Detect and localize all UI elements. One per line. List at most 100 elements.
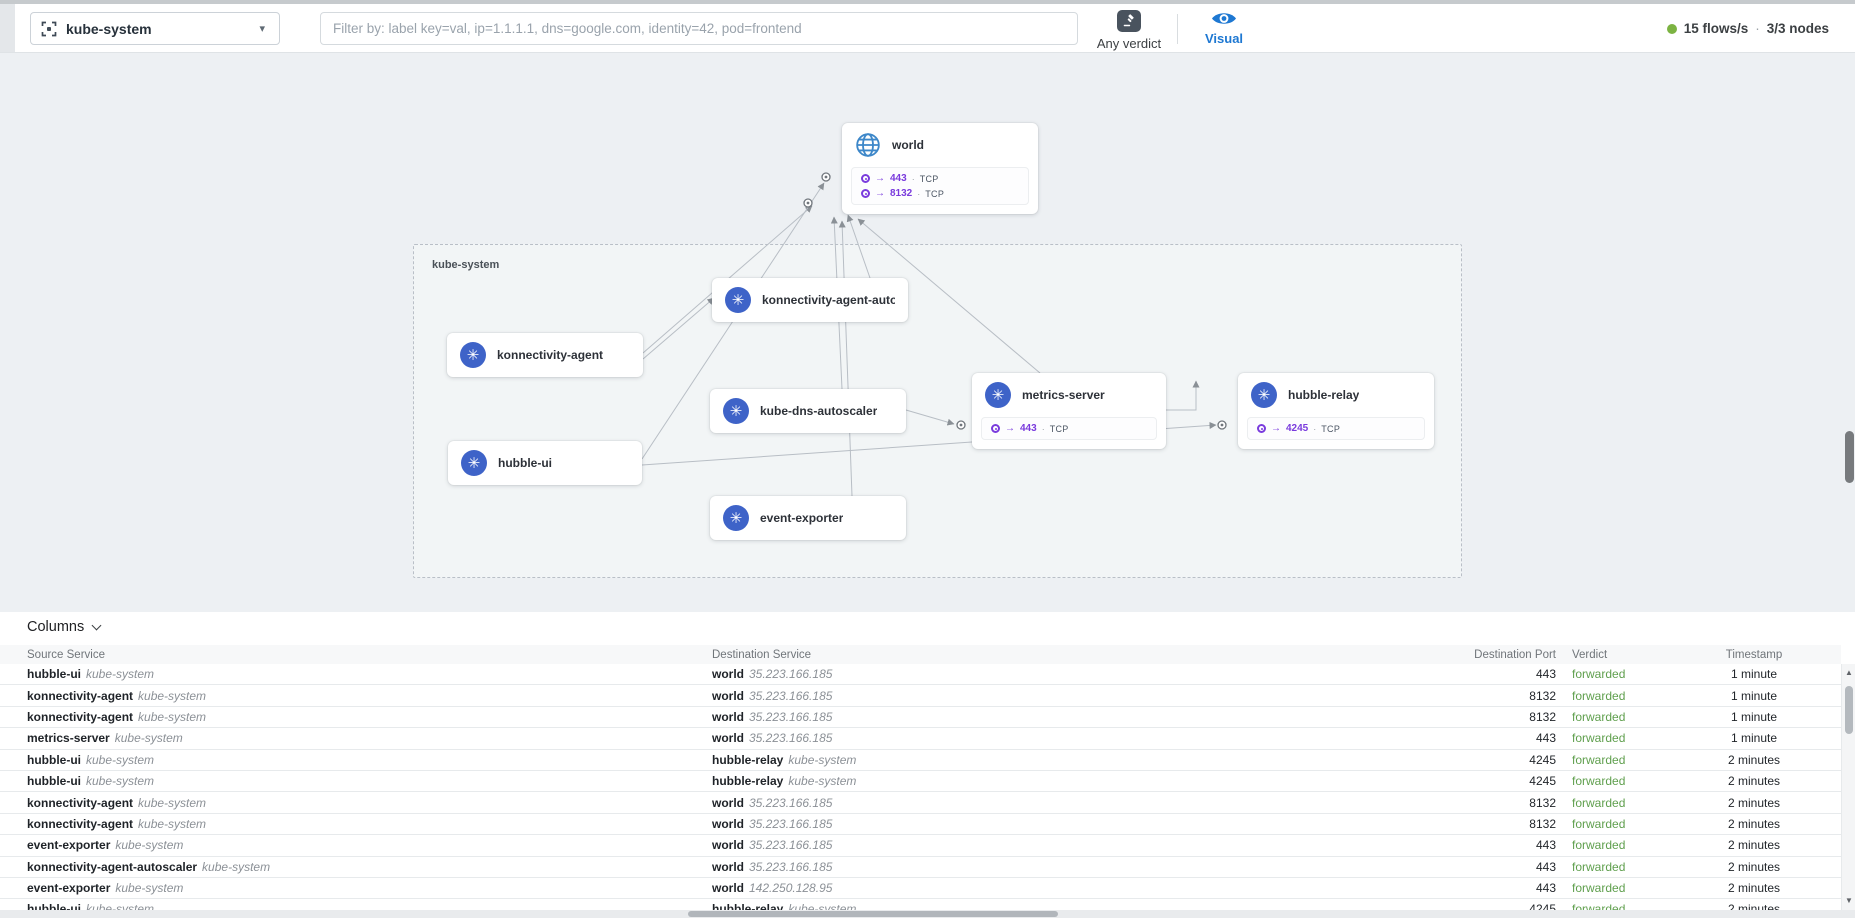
flows-table-header: Source Service Destination Service Desti… [0,645,1841,664]
service-node-label: hubble-ui [498,456,552,470]
destination-service-meta: 35.223.166.185 [749,795,833,810]
destination-service-meta: 35.223.166.185 [749,838,833,853]
source-service-namespace: kube-system [138,816,207,831]
source-service-namespace: kube-system [138,688,207,703]
service-node-label: hubble-relay [1288,388,1360,402]
cell-timestamp: 2 minutes [1727,859,1781,874]
service-map-edge [846,214,871,279]
destination-service-meta: 35.223.166.185 [749,731,833,746]
service-node-konnectivity-agent[interactable]: ✳konnectivity-agent [447,333,643,377]
kubernetes-icon: ✳ [723,398,749,424]
cell-timestamp: 1 minute [1730,709,1778,724]
map-vertical-scrollbar-thumb[interactable] [1845,431,1854,483]
destination-service-meta: 142.250.128.95 [749,881,833,896]
service-node-hubble-ui[interactable]: ✳hubble-ui [448,441,642,485]
kubernetes-icon: ✳ [725,287,751,313]
port-row[interactable]: →443·TCP [852,171,1028,186]
table-scrollbar-thumb[interactable] [1844,686,1853,734]
service-node-world[interactable]: world→443·TCP→8132·TCP [842,123,1038,214]
cell-verdict: forwarded [1572,709,1626,724]
verdict-filter-button[interactable]: Any verdict [1094,10,1164,51]
destination-service-name: world [712,838,744,853]
scroll-down-arrow-icon[interactable]: ▼ [1845,896,1853,905]
port-ring-icon [861,174,870,183]
service-node-header: ✳event-exporter [710,496,906,540]
destination-service-name: world [712,688,744,703]
destination-service-meta: 35.223.166.185 [749,859,833,874]
cell-verdict: forwarded [1572,688,1626,703]
flow-filter-input[interactable] [320,12,1078,45]
source-service-name: event-exporter [27,881,111,896]
port-protocol: TCP [1049,423,1069,434]
visual-mode-label: Visual [1204,31,1244,46]
table-horizontal-scrollbar[interactable] [0,910,1855,918]
source-service-name: konnectivity-agent [27,688,134,703]
verdict-filter-label: Any verdict [1096,36,1162,51]
kubernetes-icon: ✳ [985,382,1011,408]
port-arrow-icon: → [875,172,885,184]
stream-status: 15 flows/s · 3/3 nodes [1666,21,1829,36]
scroll-up-arrow-icon[interactable]: ▲ [1845,668,1853,677]
cell-verdict: forwarded [1572,881,1626,896]
service-node-ports: →4245·TCP [1247,417,1425,440]
port-number: 8132 [890,188,913,199]
source-service-name: hubble-ui [27,774,81,789]
chevron-down-icon: ▾ [259,23,265,35]
port-arrow-icon: → [875,187,885,199]
cell-timestamp: 2 minutes [1727,816,1781,831]
destination-service-name: world [712,795,744,810]
source-service-name: konnectivity-agent [27,709,134,724]
port-row[interactable]: →4245·TCP [1248,421,1424,436]
edge-connector-dot [824,175,828,179]
service-node-metrics-server[interactable]: ✳metrics-server →443·TCP [972,373,1166,449]
columns-dropdown-button[interactable]: Columns [27,619,102,635]
flows-table-section: Columns Source Service Destination Servi… [0,612,1855,918]
cell-verdict: forwarded [1572,795,1626,810]
cell-timestamp: 2 minutes [1727,795,1781,810]
service-node-header: ✳konnectivity-agent-autosc... [712,278,908,322]
table-hscrollbar-thumb[interactable] [688,911,1058,917]
source-service-namespace: kube-system [86,667,155,682]
service-node-header: ✳metrics-server [972,373,1166,417]
table-vertical-scrollbar[interactable]: ▲ ▼ [1841,664,1855,910]
source-service-name: hubble-ui [27,752,81,767]
visual-mode-toggle[interactable]: Visual [1196,10,1252,46]
destination-service-name: world [712,709,744,724]
service-node-event-exporter[interactable]: ✳event-exporter [710,496,906,540]
service-node-kube-dns-autoscaler[interactable]: ✳kube-dns-autoscaler [710,389,906,433]
service-node-header: world [842,123,1038,167]
chevron-down-icon [91,620,102,630]
cell-verdict: forwarded [1572,731,1626,746]
port-number: 4245 [1286,423,1309,434]
namespace-selector[interactable]: kube-system ▾ [30,12,280,45]
cell-source-service: hubble-ui kube-system [27,667,712,681]
source-service-name: metrics-server [27,731,110,746]
port-row[interactable]: →443·TCP [982,421,1156,436]
destination-service-name: hubble-relay [712,752,784,767]
source-service-name: hubble-ui [27,667,81,682]
service-node-hubble-relay[interactable]: ✳hubble-relay→4245·TCP [1238,373,1434,449]
service-map-edge [642,297,715,360]
destination-service-meta: 35.223.166.185 [749,709,833,724]
port-separator: · [911,173,915,184]
service-node-konnectivity-agent-autoscaler[interactable]: ✳konnectivity-agent-autosc... [712,278,908,322]
port-row[interactable]: →8132·TCP [852,186,1028,201]
source-service-namespace: kube-system [114,731,183,746]
status-dot-icon [1666,23,1677,34]
